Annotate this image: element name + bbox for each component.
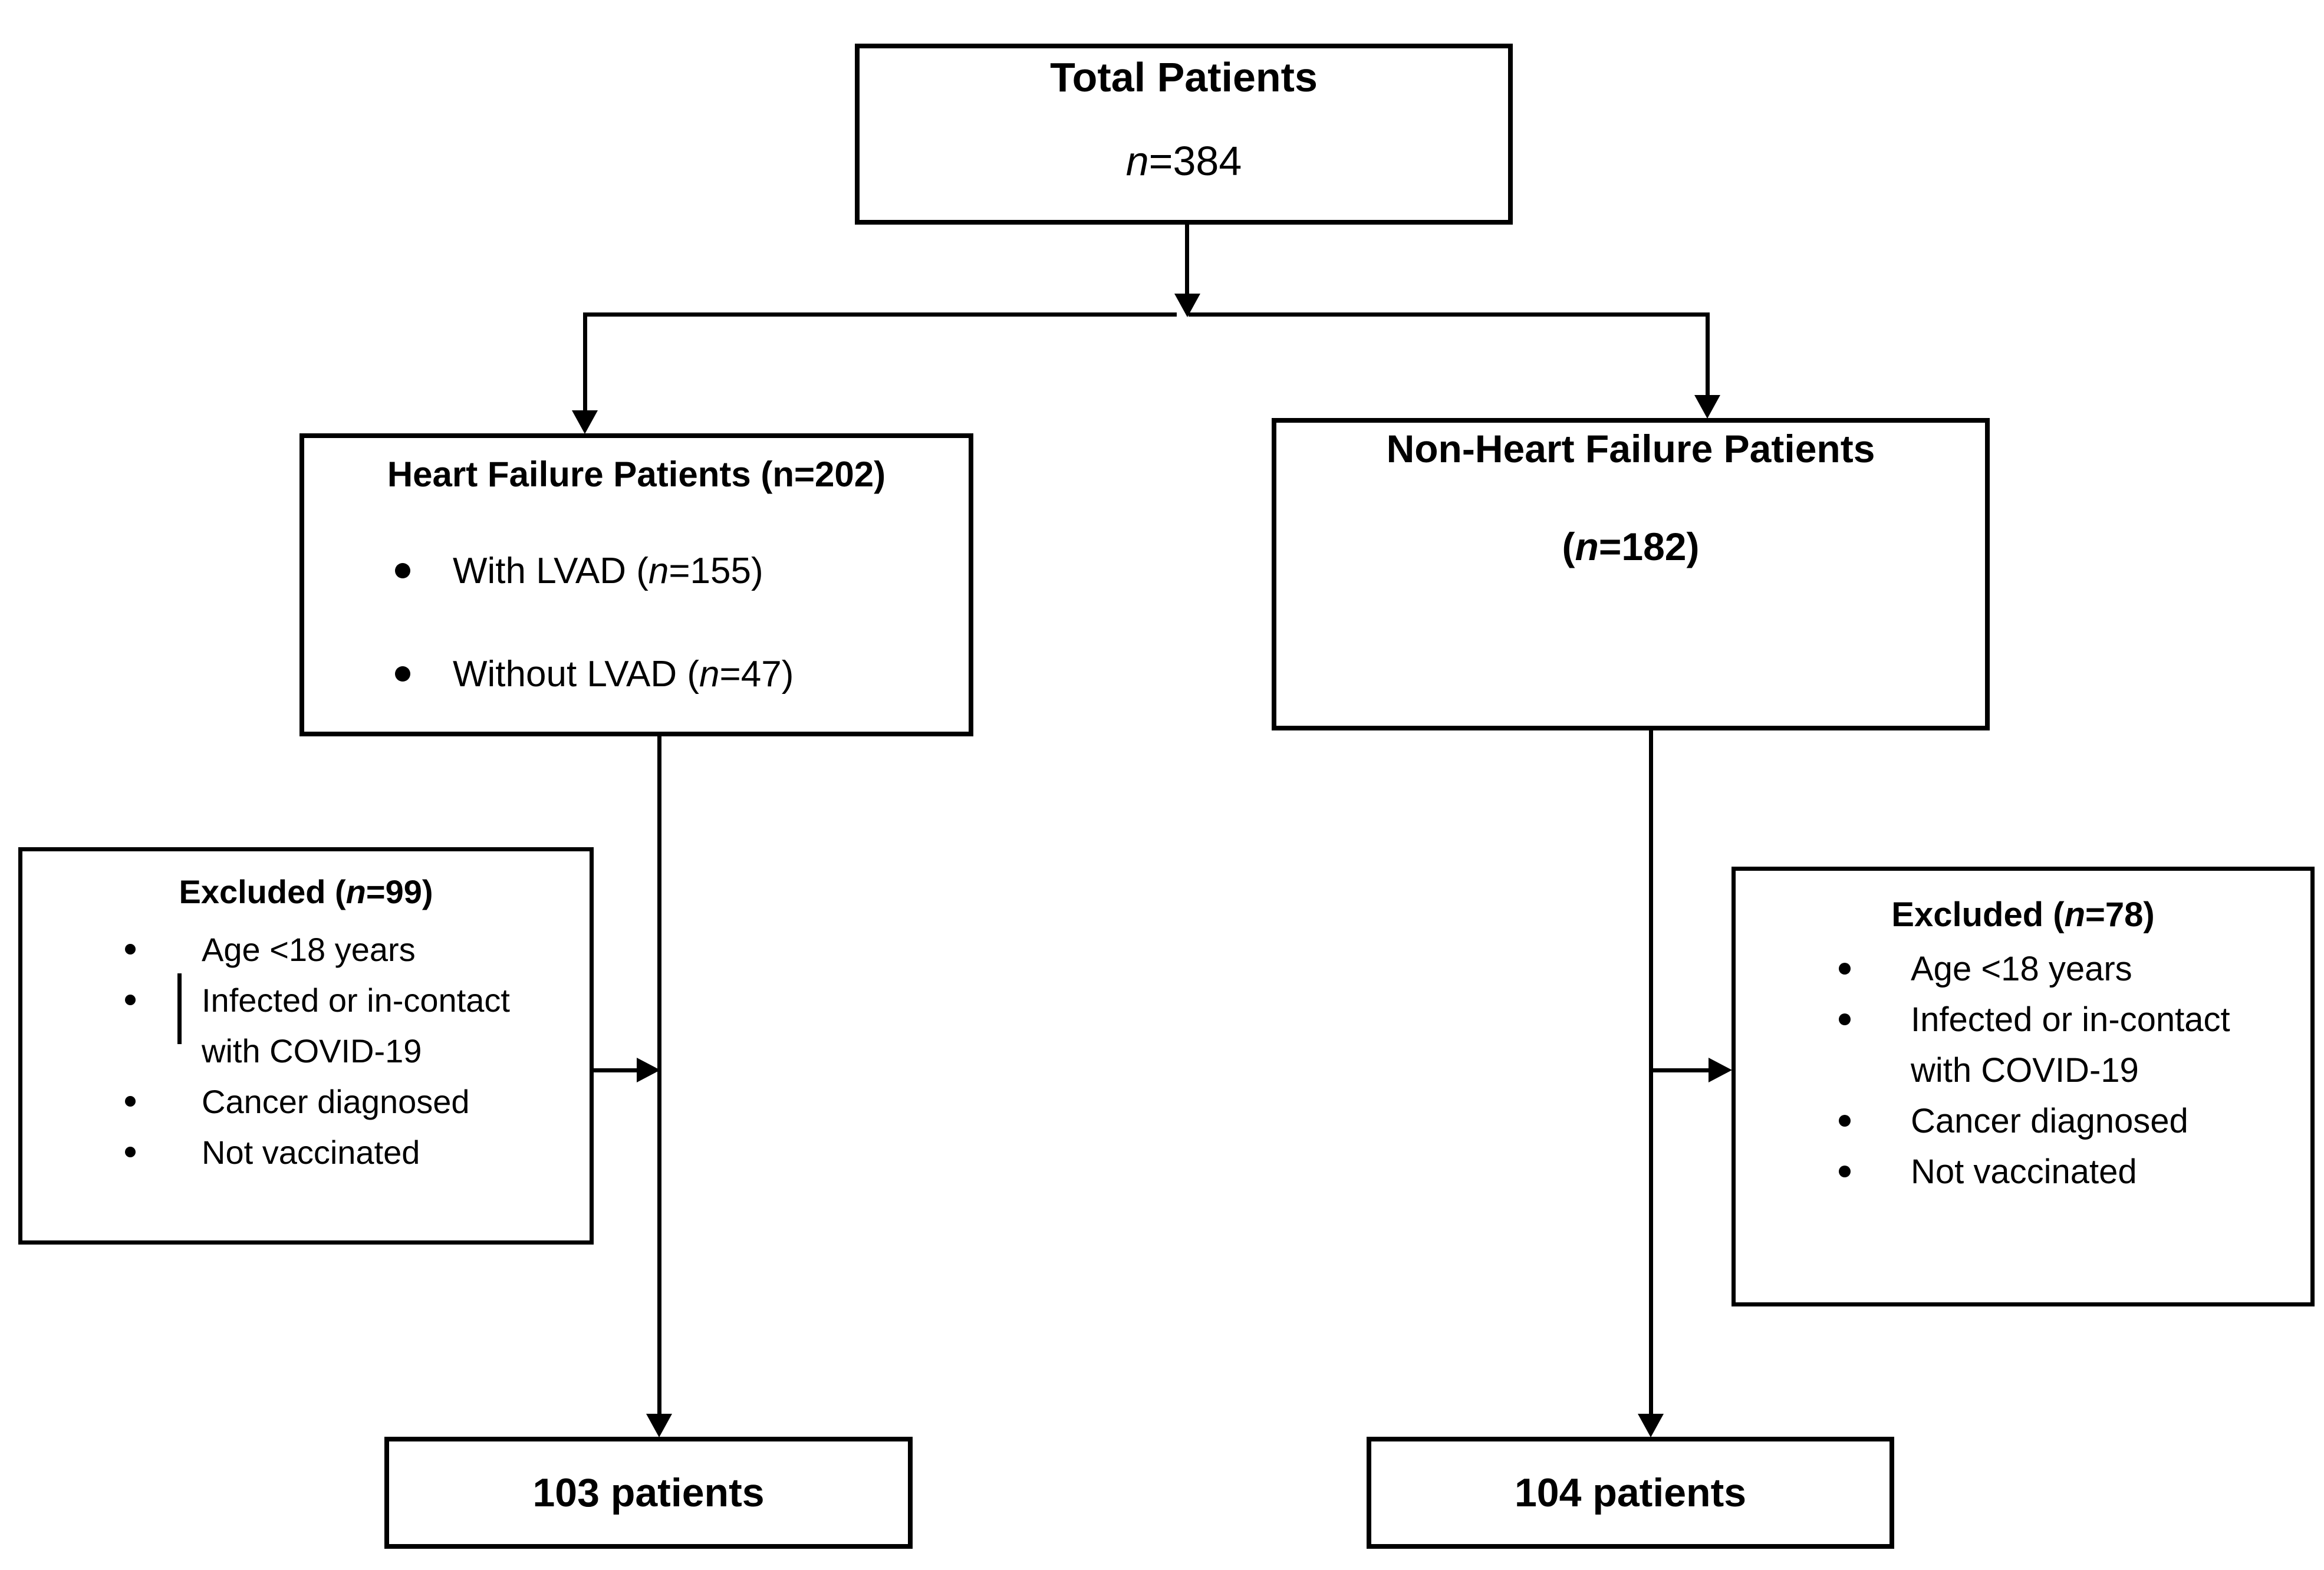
bullet-dot-icon (1839, 963, 1851, 975)
non-heart-failure-count: (n=182) (1562, 525, 1700, 568)
excluded-right-item-infected-line2: with COVID-19 (1911, 1051, 2139, 1090)
connector-non-heart-failure-to-outcome (1649, 730, 1653, 1414)
heart-failure-title: Heart Failure Patients (n=202) (387, 455, 886, 494)
bullet-dot-icon (125, 1096, 136, 1107)
arrowhead-right-icon (637, 1058, 660, 1082)
excluded-right-item-infected: Infected or in-contact (1839, 994, 2230, 1045)
arrowhead-down-icon (646, 1414, 672, 1437)
connector-branch-to-heart-failure (583, 312, 587, 411)
outcome-right-label: 104 patients (1514, 1470, 1747, 1515)
arrowhead-down-icon (1638, 1414, 1664, 1437)
outcome-left-label: 103 patients (532, 1470, 765, 1515)
connector-total-vertical (1185, 225, 1189, 294)
excluded-right-item-not-vaccinated: Not vaccinated (1839, 1146, 2137, 1197)
excluded-left-box: Excluded (n=99) Age <18 years Infected o… (18, 847, 594, 1245)
excluded-left-item-not-vaccinated: Not vaccinated (125, 1127, 420, 1177)
excluded-right-item-age: Age <18 years (1839, 943, 2132, 994)
hf-bullet-with-lvad-label: With LVAD (n=155) (453, 550, 763, 591)
branch-line-left (583, 312, 1177, 317)
connector-excluded-left-arrow-line (594, 1068, 638, 1072)
bullet-dot-icon (1839, 1166, 1851, 1177)
stray-tick-mark (177, 973, 182, 1044)
bullet-dot-icon (395, 666, 410, 682)
connector-excluded-right-arrow-line (1651, 1068, 1710, 1072)
connector-branch-to-non-heart-failure (1706, 312, 1710, 396)
arrowhead-down-icon (572, 410, 598, 434)
bullet-dot-icon (125, 1147, 136, 1157)
outcome-left-box: 103 patients (384, 1437, 913, 1549)
total-patients-title: Total Patients (1050, 54, 1318, 100)
excluded-right-box: Excluded (n=78) Age <18 years Infected o… (1732, 867, 2315, 1306)
excluded-left-title: Excluded (n=99) (179, 873, 433, 910)
non-heart-failure-box: Non-Heart Failure Patients (n=182) (1272, 418, 1990, 730)
bullet-dot-icon (125, 944, 136, 954)
bullet-dot-icon (1839, 1115, 1851, 1127)
excluded-right-item-cancer: Cancer diagnosed (1839, 1095, 2188, 1146)
branch-line-right (1189, 312, 1708, 317)
hf-bullet-without-lvad-label: Without LVAD (n=47) (453, 653, 794, 695)
heart-failure-box: Heart Failure Patients (n=202) With LVAD… (299, 433, 973, 736)
arrowhead-right-icon (1709, 1058, 1732, 1082)
hf-bullet-with-lvad: With LVAD (n=155) (395, 547, 763, 594)
excluded-left-item-infected: Infected or in-contact (125, 975, 510, 1025)
excluded-right-title: Excluded (n=78) (1891, 896, 2155, 934)
total-patients-box: Total Patients n=384 (855, 44, 1513, 225)
non-heart-failure-title: Non-Heart Failure Patients (1386, 427, 1875, 470)
bullet-dot-icon (395, 563, 410, 578)
excluded-left-item-cancer: Cancer diagnosed (125, 1076, 470, 1127)
excluded-left-item-age: Age <18 years (125, 924, 416, 975)
outcome-right-box: 104 patients (1367, 1437, 1894, 1549)
hf-bullet-without-lvad: Without LVAD (n=47) (395, 650, 794, 697)
bullet-dot-icon (1839, 1013, 1851, 1025)
total-patients-count: n=384 (1125, 138, 1242, 184)
excluded-left-item-infected-line2: with COVID-19 (202, 1032, 422, 1069)
arrowhead-down-icon (1694, 395, 1720, 419)
bullet-dot-icon (125, 995, 136, 1005)
